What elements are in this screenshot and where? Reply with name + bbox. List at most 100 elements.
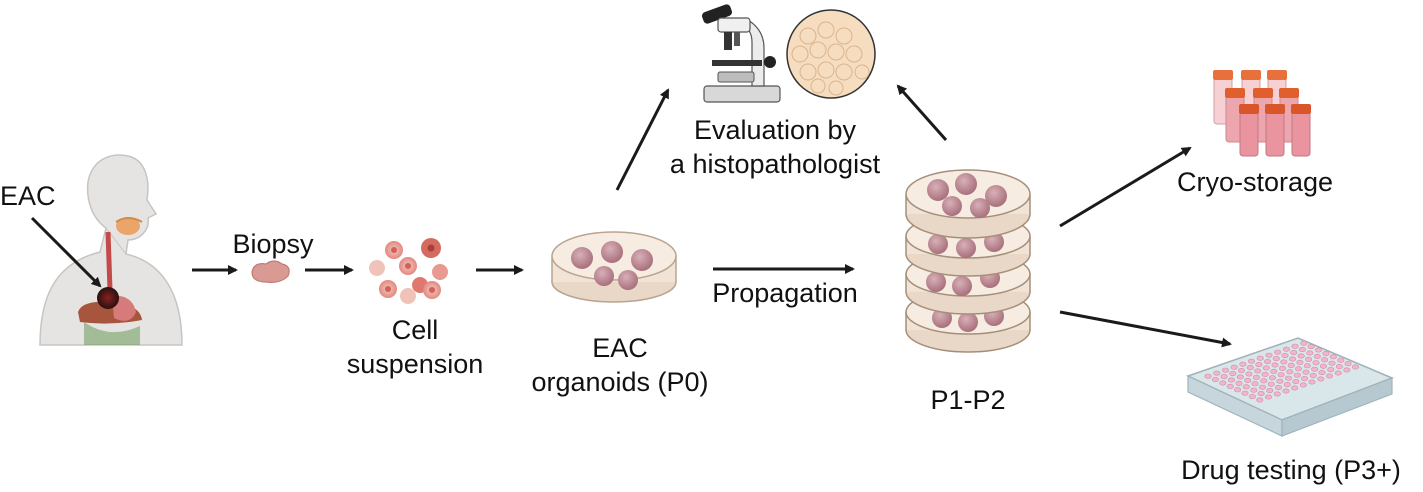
plate-well — [1266, 388, 1274, 394]
plate-well — [1228, 377, 1236, 383]
plate-well — [1219, 380, 1227, 386]
human-body-icon — [39, 154, 183, 346]
cell-suspension-label-line2: suspension — [346, 349, 484, 379]
plate-well — [1281, 353, 1289, 359]
propagation-label: Propagation — [712, 278, 858, 308]
plate-well — [1308, 379, 1316, 385]
plate-well — [1274, 349, 1282, 355]
plate-well — [1301, 376, 1309, 382]
plate-well — [1273, 391, 1281, 397]
drug-testing-label: Drug testing (P3+) — [1181, 455, 1401, 485]
dish-stack-icon — [905, 169, 1031, 353]
plate-well — [1272, 356, 1280, 362]
plate-well — [1241, 390, 1249, 396]
biopsy-label: Biopsy — [232, 229, 314, 259]
plate-well — [1289, 356, 1297, 362]
plate-well — [1270, 368, 1278, 374]
plate-well — [1282, 388, 1290, 394]
plate-well — [1328, 360, 1336, 366]
plate-well — [1259, 384, 1267, 390]
plate-well — [1220, 374, 1228, 380]
plate-well — [1255, 362, 1263, 368]
plate-well — [1251, 381, 1259, 387]
plate-well — [1313, 353, 1321, 359]
plate-well — [1321, 357, 1329, 363]
plate-well — [1300, 340, 1308, 346]
plate-well — [1299, 382, 1307, 388]
cell-suspension-label-line1: Cell — [391, 315, 439, 345]
plate-well — [1352, 364, 1360, 370]
plate-well — [1312, 360, 1320, 366]
microscope-icon — [701, 4, 876, 103]
plate-well — [1269, 375, 1277, 381]
eac-label: EAC — [0, 181, 56, 211]
plate-well — [1318, 370, 1326, 376]
plate-well — [1230, 364, 1238, 370]
organoids-label-line2: organoids (P0) — [531, 367, 709, 397]
plate-well — [1303, 363, 1311, 369]
well-plate-icon — [1186, 337, 1395, 437]
plate-well — [1334, 370, 1342, 376]
plate-well — [1283, 382, 1291, 388]
passages-label: P1-P2 — [930, 385, 1006, 415]
plate-well — [1295, 366, 1303, 372]
petri-dish-icon — [551, 231, 677, 303]
plate-well — [1245, 371, 1253, 377]
plate-well — [1282, 346, 1290, 352]
plate-well — [1287, 362, 1295, 368]
plate-well — [1242, 384, 1250, 390]
organoids-label-line1: EAC — [592, 333, 648, 363]
plate-well — [1306, 350, 1314, 356]
plate-well — [1293, 372, 1301, 378]
plate-well — [1250, 387, 1258, 393]
plate-well — [1238, 368, 1246, 374]
cryo-tubes-icon — [1213, 70, 1311, 157]
plate-well — [1307, 344, 1315, 350]
evaluation-label-line1: Evaluation by — [693, 115, 857, 145]
plate-well — [1248, 394, 1256, 400]
plate-well — [1275, 385, 1283, 391]
biopsy-tissue-icon — [251, 260, 290, 283]
arrow-passages-to-evaluation — [896, 84, 948, 141]
plate-well — [1260, 378, 1268, 384]
cryo-storage-label: Cryo-storage — [1176, 167, 1334, 197]
plate-well — [1229, 371, 1237, 377]
plate-well — [1285, 375, 1293, 381]
cell-cluster-icon — [369, 238, 448, 304]
plate-well — [1311, 366, 1319, 372]
plate-well — [1265, 352, 1273, 358]
plate-well — [1343, 367, 1351, 373]
plate-well — [1309, 373, 1317, 379]
plate-well — [1248, 358, 1256, 364]
plate-well — [1256, 355, 1264, 361]
plate-well — [1296, 359, 1304, 365]
plate-well — [1286, 369, 1294, 375]
plate-well — [1337, 357, 1345, 363]
plate-well — [1315, 347, 1323, 353]
arrow-to-cryo — [1059, 146, 1192, 228]
plate-well — [1280, 359, 1288, 365]
plate-well — [1279, 365, 1287, 371]
plate-well — [1298, 347, 1306, 353]
plate-well — [1291, 385, 1299, 391]
plate-well — [1264, 359, 1272, 365]
plate-well — [1244, 377, 1252, 383]
plate-well — [1305, 356, 1313, 362]
plate-well — [1211, 377, 1219, 383]
plate-well — [1222, 367, 1230, 373]
plate-well — [1267, 381, 1275, 387]
plate-well — [1276, 378, 1284, 384]
plate-well — [1344, 361, 1352, 367]
plate-well — [1297, 353, 1305, 359]
plate-well — [1239, 361, 1247, 367]
plate-well — [1234, 387, 1242, 393]
plate-well — [1246, 365, 1254, 371]
plate-well — [1257, 391, 1265, 397]
plate-well — [1302, 369, 1310, 375]
plate-well — [1292, 379, 1300, 385]
plate-well — [1319, 363, 1327, 369]
plate-well — [1262, 365, 1270, 371]
plate-well — [1329, 354, 1337, 360]
